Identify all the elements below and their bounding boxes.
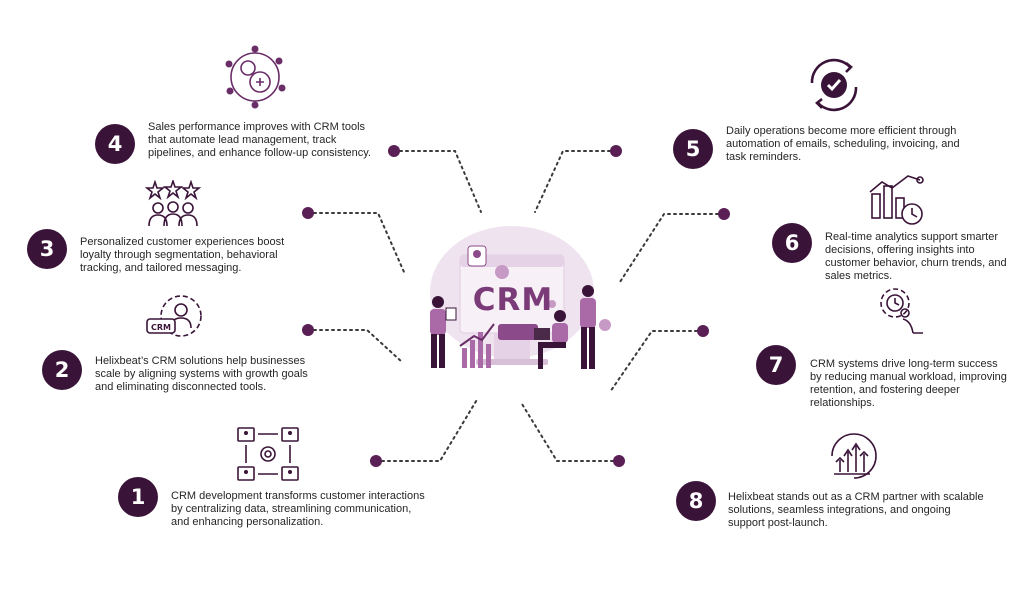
step-number-5: 5 (673, 129, 713, 169)
connector-1 (375, 397, 479, 462)
connector-5 (534, 150, 617, 213)
step-number-7: 7 (756, 345, 796, 385)
step-number-6: 6 (772, 223, 812, 263)
users-stars-icon (142, 180, 204, 228)
analytics-chart-clock-icon (868, 170, 928, 226)
connector-8 (521, 403, 620, 462)
step-number-1: 1 (118, 477, 158, 517)
step-text-7: CRM systems drive long-term success by r… (810, 358, 1007, 409)
dollar-coin-icon (495, 265, 509, 279)
connector-4 (393, 150, 482, 213)
connector-dot-7 (697, 325, 709, 337)
step-text-3: Personalized customer experiences boost … (80, 236, 285, 274)
connector-dot-2 (302, 324, 314, 336)
connector-3 (307, 212, 405, 273)
gears-network-icon (222, 44, 288, 110)
connector-dot-1 (370, 455, 382, 467)
connector-7 (609, 330, 704, 393)
step-number-8: 8 (676, 481, 716, 521)
connector-dot-5 (610, 145, 622, 157)
step-text-8: Helixbeat stands out as a CRM partner wi… (728, 491, 984, 529)
crm-gear-user-icon: CRM (145, 290, 207, 342)
connector-dot-6 (718, 208, 730, 220)
crm-illustration (402, 220, 622, 385)
svg-text:CRM: CRM (151, 323, 171, 332)
connector-dot-4 (388, 145, 400, 157)
growth-arrows-circle-icon (826, 428, 882, 484)
connector-dot-8 (613, 455, 625, 467)
connector-2 (307, 329, 403, 363)
step-number-3: 3 (27, 229, 67, 269)
gear-check-cycle-icon (802, 53, 866, 117)
step-text-2: Helixbeat’s CRM solutions help businesse… (95, 355, 308, 393)
connector-dot-3 (302, 207, 314, 219)
step-text-4: Sales performance improves with CRM tool… (148, 121, 371, 159)
connected-users-gear-icon (236, 426, 300, 482)
step-number-4: 4 (95, 124, 135, 164)
step-text-5: Daily operations become more efficient t… (726, 125, 960, 163)
crm-center-label: CRM (472, 282, 554, 318)
step-text-1: CRM development transforms customer inte… (171, 490, 425, 528)
step-text-6: Real-time analytics support smarter deci… (825, 231, 1007, 282)
person-gear-icon (873, 285, 929, 341)
connector-6 (619, 213, 725, 283)
step-number-2: 2 (42, 350, 82, 390)
